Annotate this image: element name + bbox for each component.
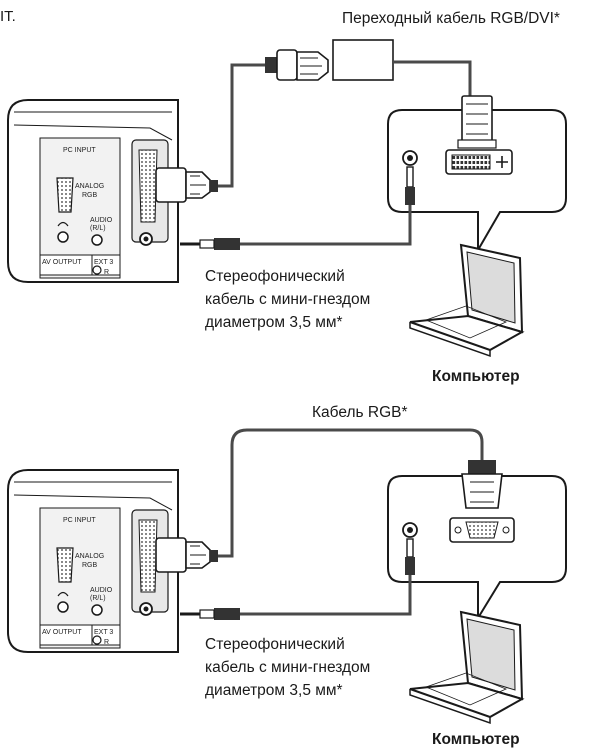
audio-label-top: AUDIO — [90, 217, 113, 224]
vga-plug-tv-top — [155, 167, 218, 203]
r-label-top: R — [104, 269, 109, 276]
rgb-label-top: RGB — [82, 192, 98, 199]
laptop-bottom — [409, 610, 525, 725]
audio-cable-label-top-3: диаметром 3,5 мм* — [205, 314, 343, 331]
header-fragment: IT. — [0, 8, 16, 25]
rgb-label-bottom: RGB — [82, 562, 98, 569]
analog-label-top: ANALOG — [75, 183, 104, 190]
analog-label-bottom: ANALOG — [75, 553, 104, 560]
audio-cable-label-top-1: Стереофонический — [205, 268, 345, 285]
av-output-label-top: AV OUTPUT — [42, 259, 82, 266]
rgb-dvi-adapter — [265, 39, 394, 81]
rgb-dvi-adapter-label: Переходный кабель RGB/DVI* — [342, 10, 560, 27]
tv-panel-top — [7, 99, 179, 283]
ext3-label-top: EXT 3 — [94, 259, 113, 266]
mini-jack-plug-top — [180, 238, 240, 250]
computer-callout-bottom — [387, 460, 567, 622]
ext3-label-bottom: EXT 3 — [94, 629, 113, 636]
computer-callout-top — [387, 95, 567, 254]
audio-cable-label-bottom-3: диаметром 3,5 мм* — [205, 682, 343, 699]
rgb-cable-label: Кабель RGB* — [312, 404, 408, 421]
r-label-bottom: R — [104, 639, 109, 646]
audio-cable-label-bottom-2: кабель с мини-гнездом — [205, 659, 371, 676]
rl-label-bottom: (R/L) — [90, 595, 106, 602]
mini-jack-plug-bottom — [180, 608, 240, 620]
audio-label-bottom: AUDIO — [90, 587, 113, 594]
pc-input-label-bottom: PC INPUT — [63, 517, 96, 524]
vga-plug-tv-bottom — [155, 537, 218, 573]
laptop-top — [409, 243, 525, 358]
computer-label-top: Компьютер — [432, 368, 520, 385]
rl-label-top: (R/L) — [90, 225, 106, 232]
audio-cable-label-top-2: кабель с мини-гнездом — [205, 291, 371, 308]
av-output-label-bottom: AV OUTPUT — [42, 629, 82, 636]
computer-label-bottom: Компьютер — [432, 731, 520, 748]
audio-cable-label-bottom-1: Стереофонический — [205, 636, 345, 653]
tv-panel-bottom — [7, 469, 179, 653]
pc-input-label-top: PC INPUT — [63, 147, 96, 154]
